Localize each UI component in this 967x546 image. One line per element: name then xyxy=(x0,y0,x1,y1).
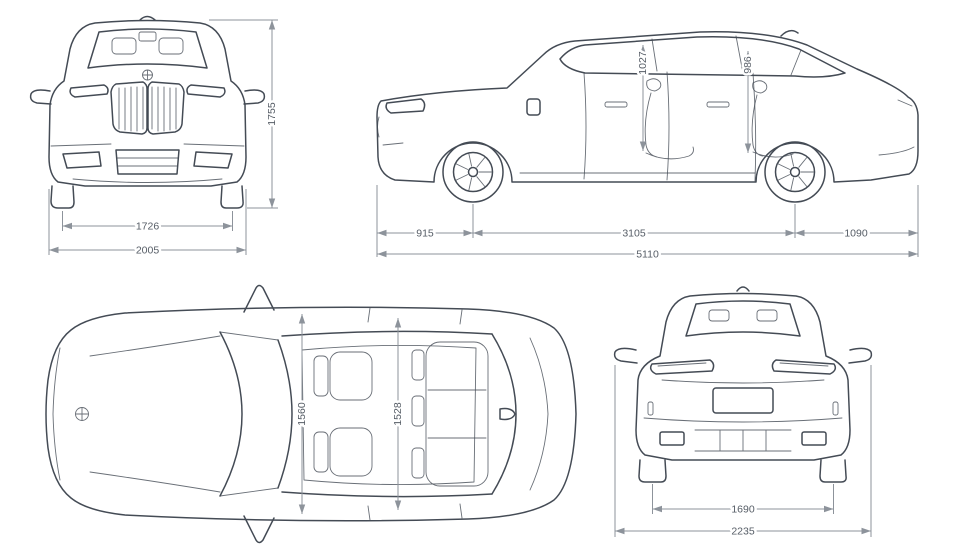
bumper-crease xyxy=(643,417,843,423)
side-dimension-lines xyxy=(376,45,919,258)
hood-creases xyxy=(89,335,221,493)
pillar-lines xyxy=(651,35,802,76)
rear-right-tire xyxy=(819,459,847,483)
front-view-drawing: 1726 2005 1755 xyxy=(29,15,281,259)
side-car-outline xyxy=(376,29,919,203)
side-headlight xyxy=(385,98,426,114)
right-headlight xyxy=(186,84,226,98)
rear-headrests xyxy=(708,309,778,322)
front-body xyxy=(48,19,247,187)
left-reflector xyxy=(647,401,654,416)
brand-roundel xyxy=(142,69,153,81)
rear-car-outline xyxy=(613,286,873,483)
front-door-handle xyxy=(604,101,628,108)
side-view-drawing: 1027 986 915 3105 1090 5110 xyxy=(376,29,919,263)
left-mirror xyxy=(29,89,52,105)
roof-edges xyxy=(281,330,493,498)
kidney-grille-right xyxy=(147,81,185,135)
left-headlight xyxy=(69,84,109,98)
front-wheel xyxy=(442,141,504,203)
left-exhaust xyxy=(659,431,685,446)
door-seam-ticks xyxy=(367,307,463,521)
interior-seats xyxy=(644,78,794,160)
front-bumper-inner xyxy=(52,347,61,481)
license-plate-area xyxy=(712,387,774,414)
front-dimension-lines xyxy=(48,19,278,255)
roof-antenna xyxy=(139,15,156,21)
dim-label-rear-interior-width: 1528 xyxy=(392,402,404,426)
shark-fin-top xyxy=(499,407,516,421)
dim-label-rear-headroom: 986 xyxy=(742,56,754,74)
front-windshield xyxy=(87,28,208,69)
windshield-top xyxy=(277,339,293,489)
top-view-drawing: 1560 1528 xyxy=(45,284,577,544)
dim-label-wheelbase: 3105 xyxy=(622,228,646,240)
dim-label-width-mirrors: 2235 xyxy=(731,526,755,538)
right-air-intake xyxy=(193,151,233,169)
rear-antenna-fin xyxy=(736,286,750,292)
rear-right-mirror xyxy=(848,347,873,364)
panoramic-roof xyxy=(301,344,477,486)
dim-label-front-track: 1726 xyxy=(136,221,160,233)
rear-left-tire xyxy=(638,459,667,483)
top-body xyxy=(45,306,577,522)
greenhouse xyxy=(559,36,846,78)
center-lower-grille xyxy=(115,149,180,175)
right-mirror-top xyxy=(243,515,275,544)
dim-label-rear-overhang: 1090 xyxy=(844,228,868,240)
diffuser xyxy=(694,429,792,452)
left-taillight xyxy=(649,359,715,375)
windshield-cowl xyxy=(219,331,243,497)
front-seats-top xyxy=(313,351,373,477)
brand-roundel-top xyxy=(75,407,89,421)
rear-bench-top xyxy=(411,341,489,487)
front-right-tire xyxy=(220,185,244,209)
right-exhaust xyxy=(801,431,827,446)
shark-fin-antenna xyxy=(780,29,799,37)
right-reflector xyxy=(832,401,839,416)
front-left-tire xyxy=(50,185,75,209)
dim-label-front-width: 2005 xyxy=(136,245,160,257)
tailgate-edge xyxy=(529,337,549,491)
front-interior-headrests xyxy=(111,31,184,55)
kidney-grille-left xyxy=(110,81,148,135)
right-mirror xyxy=(243,89,266,105)
rear-door-handle xyxy=(706,101,730,108)
top-car-outline xyxy=(45,284,577,544)
left-mirror-top xyxy=(243,284,275,313)
rear-dimension-lines xyxy=(614,365,872,537)
left-air-intake xyxy=(62,151,102,169)
rear-body xyxy=(635,292,851,461)
side-body xyxy=(376,31,919,183)
dim-label-height: 1755 xyxy=(266,102,278,126)
rear-wheel xyxy=(764,141,826,203)
dim-label-front-overhang: 915 xyxy=(416,228,434,240)
front-car-outline xyxy=(29,15,266,209)
rear-view-drawing: 1690 2235 xyxy=(613,286,873,540)
door-seams xyxy=(583,71,757,182)
grille-slats xyxy=(118,86,177,132)
top-dimension-lines xyxy=(298,314,402,514)
rear-window-top xyxy=(491,333,517,495)
rear-window xyxy=(685,300,801,337)
dim-label-front-headroom: 1027 xyxy=(637,51,649,75)
dim-label-overall-length: 5110 xyxy=(636,249,659,261)
dim-label-rear-track: 1690 xyxy=(731,504,755,516)
charge-port-flap xyxy=(526,98,541,116)
rear-left-mirror xyxy=(613,347,638,364)
right-taillight xyxy=(771,359,837,375)
dim-label-front-interior-width: 1560 xyxy=(296,402,308,426)
